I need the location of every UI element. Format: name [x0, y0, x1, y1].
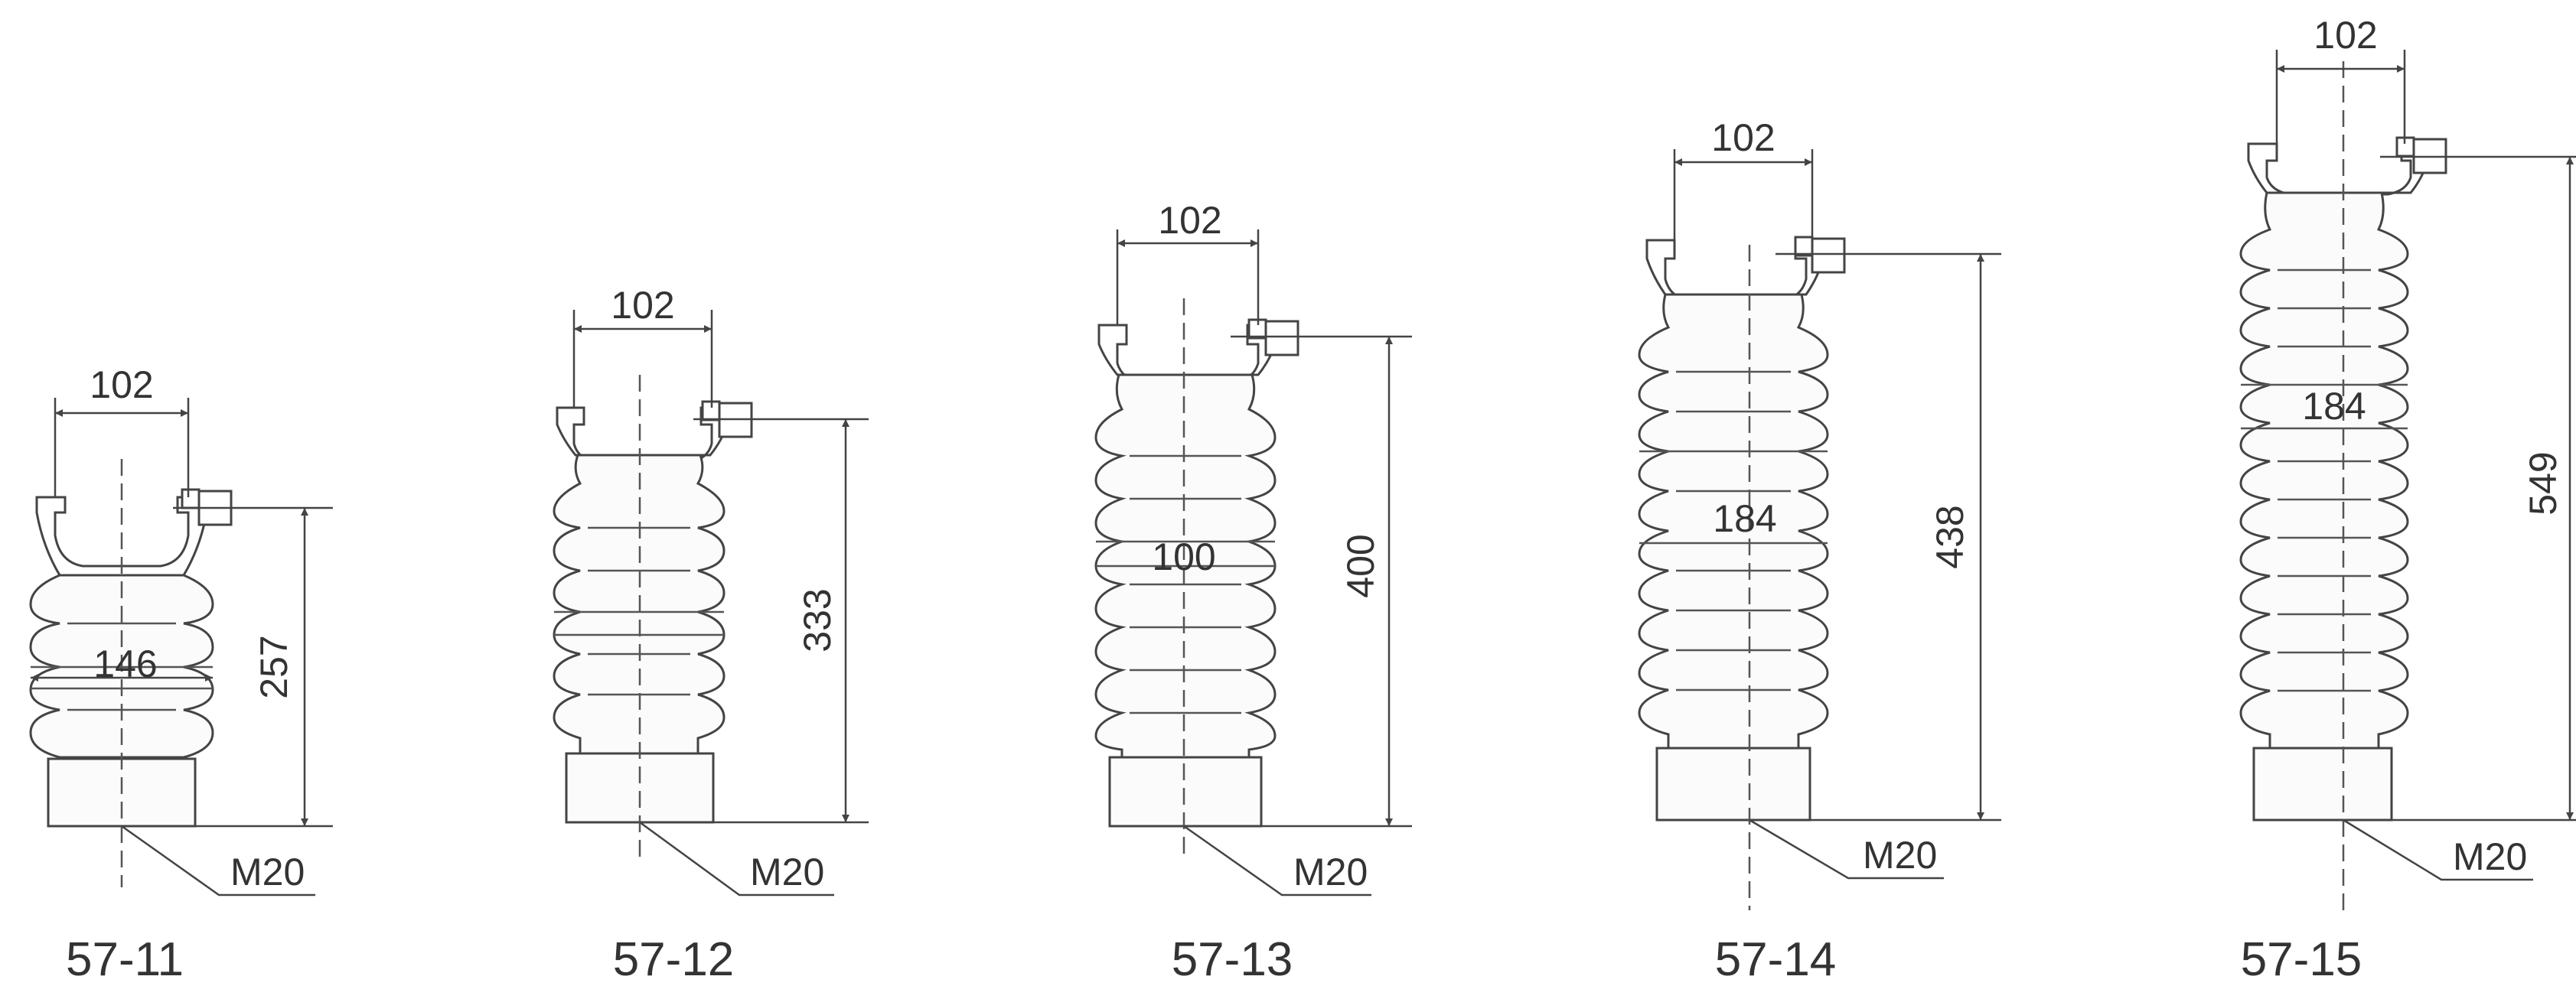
- thread-label: M20: [1293, 851, 1368, 893]
- insulator-body: [553, 400, 753, 824]
- insulator-body: [2239, 136, 2447, 822]
- detail-dimension-label: 100: [1152, 535, 1215, 578]
- dimension-terminal-spacing: 102: [1116, 199, 1260, 325]
- dimension-detail: 100: [1152, 535, 1215, 578]
- thread-callout: M20: [2343, 818, 2533, 881]
- dimension-height: 400: [1231, 335, 1412, 828]
- model-label: 57-15: [2241, 933, 2362, 986]
- dimension-terminal-spacing: 102: [572, 284, 713, 408]
- terminal-spacing-label: 102: [611, 284, 674, 327]
- height-label: 257: [253, 635, 295, 698]
- model-label: 57-14: [1715, 933, 1837, 986]
- terminal-spacing-label: 102: [1158, 199, 1221, 242]
- thread-label: M20: [750, 851, 824, 893]
- detail-dimension-label: 184: [2302, 385, 2366, 428]
- height-label: 549: [2522, 451, 2565, 515]
- terminal-spacing-label: 102: [90, 363, 153, 406]
- thread-callout: M20: [121, 825, 315, 896]
- thread-callout: M20: [1749, 818, 1944, 880]
- dimension-height: 438: [1775, 252, 2001, 822]
- insulator-body: [1094, 318, 1299, 828]
- dimension-detail: 146: [31, 643, 213, 685]
- height-label: 438: [1929, 505, 1971, 568]
- insulator-57-14: 102 184 438 M20 57-14: [1638, 116, 2001, 986]
- dimension-height: 549: [2380, 155, 2576, 822]
- height-label: 333: [796, 588, 839, 652]
- thread-label: M20: [230, 851, 305, 893]
- insulator-57-13: 102 100 400 M20 57-13: [1094, 199, 1412, 986]
- thread-label: M20: [2453, 835, 2527, 878]
- height-label: 400: [1339, 534, 1382, 597]
- thread-callout: M20: [1183, 825, 1371, 896]
- detail-dimension-label: 146: [93, 643, 157, 685]
- detail-dimension-label: 184: [1713, 497, 1776, 540]
- terminal-spacing-label: 102: [2314, 14, 2377, 57]
- insulator-body: [1638, 236, 1846, 822]
- dimension-detail: 184: [1713, 497, 1776, 540]
- terminal-spacing-label: 102: [1711, 116, 1775, 159]
- insulator-57-15: 102 184 549 M20 57-15: [2239, 14, 2576, 986]
- dimension-height: 333: [693, 418, 869, 824]
- thread-label: M20: [1863, 834, 1937, 877]
- dimension-terminal-spacing: 102: [2275, 14, 2406, 144]
- dimension-height: 257: [173, 506, 333, 828]
- insulator-57-12: 102 333 M20 57-12: [553, 284, 869, 986]
- model-label: 57-11: [66, 933, 184, 986]
- dimension-terminal-spacing: 102: [54, 363, 190, 497]
- model-label: 57-12: [613, 933, 735, 986]
- dimension-terminal-spacing: 102: [1673, 116, 1814, 240]
- insulator-57-11: 102 146 257 M20 57-11: [29, 363, 333, 986]
- thread-callout: M20: [639, 821, 834, 896]
- model-label: 57-13: [1172, 933, 1293, 986]
- dimension-detail: 184: [2302, 385, 2366, 428]
